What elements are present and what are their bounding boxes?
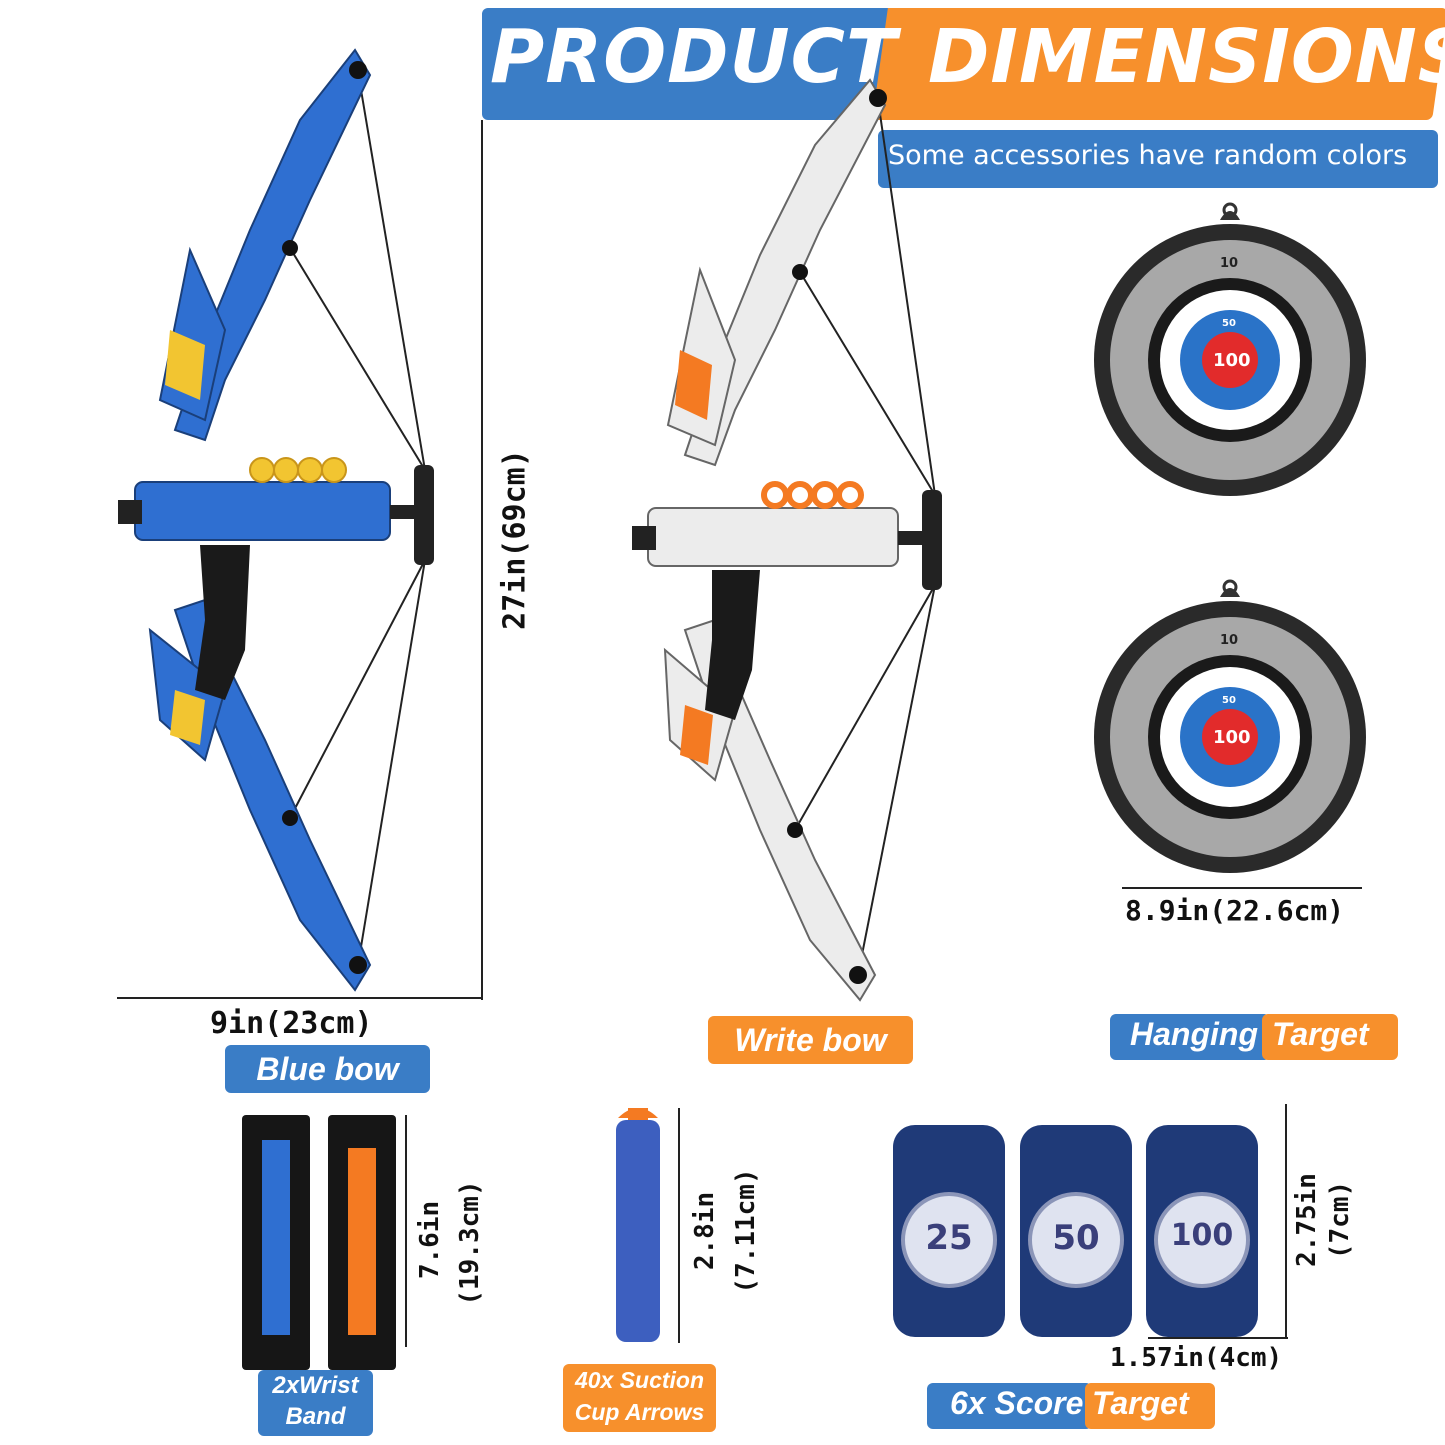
bow-width-line (117, 997, 483, 999)
suction-arrow (616, 1108, 660, 1342)
arrow-height-in-text: 2.8in (690, 1191, 720, 1271)
label-score-bg (927, 1383, 1092, 1429)
target-bottom-inner-label: 50 (1222, 695, 1236, 706)
can-height-line (1285, 1104, 1287, 1338)
can-height-cm-text: (7cm) (1325, 1180, 1355, 1260)
can-label-2: 50 (1052, 1218, 1100, 1258)
label-blue-bow: Blue bow (225, 1045, 430, 1093)
target-top-center-label: 100 (1213, 350, 1251, 371)
label-arrows-line1: 40x Suction (574, 1367, 705, 1393)
hanging-target-top (1094, 202, 1366, 496)
hanging-target-bottom (1094, 579, 1366, 873)
target-width-line (1122, 887, 1362, 889)
target-bottom-middle-label: 25 (1220, 667, 1237, 681)
target-top-outer-label: 10 (1220, 256, 1239, 271)
can-label-1: 25 (925, 1218, 973, 1258)
title-dimensions: DIMENSIONS (928, 14, 1445, 100)
wrist-band-blue (242, 1115, 310, 1370)
can-height-in-text: 2.75in (1292, 1173, 1322, 1267)
label-arrows-line2: Cup Arrows (574, 1399, 705, 1425)
label-arrows: 40x Suction Cup Arrows (563, 1364, 716, 1432)
label-white-bow: Write bow (708, 1016, 913, 1064)
label-hanging-target-text: Target (1272, 1016, 1369, 1052)
score-can-1 (893, 1125, 1005, 1337)
subtitle-banner (878, 130, 1438, 188)
header-banner-left (482, 8, 902, 120)
wrist-height-cm-text: (19.3cm) (455, 1180, 485, 1306)
target-width-text: 8.9in(22.6cm) (1125, 894, 1345, 927)
label-score-target-text: Target (1092, 1385, 1189, 1421)
label-score-text: 6x Score (950, 1385, 1084, 1421)
title-product: PRODUCT (490, 14, 898, 100)
target-bottom-center-label: 100 (1213, 727, 1251, 748)
label-hanging-text: Hanging (1130, 1016, 1258, 1052)
bow-height-line (481, 120, 483, 1000)
can-label-3: 100 (1170, 1218, 1234, 1253)
label-hanging-bg (1110, 1014, 1270, 1060)
can-width-text: 1.57in(4cm) (1110, 1343, 1283, 1373)
label-wrist-band-line2: Band (285, 1403, 346, 1430)
score-can-3 (1146, 1125, 1258, 1337)
target-top-inner-label: 50 (1222, 318, 1236, 329)
can-width-line (1148, 1337, 1288, 1339)
arrow-height-cm-text: (7.11cm) (731, 1168, 761, 1294)
label-wrist-band: 2xWrist Band (258, 1370, 373, 1436)
target-bottom-outer-label: 10 (1220, 633, 1239, 648)
wrist-height-in-text: 7.6in (415, 1200, 445, 1280)
label-score-target-bg (1085, 1383, 1215, 1429)
wrist-band-orange (328, 1115, 396, 1370)
target-top-middle-label: 25 (1220, 290, 1237, 304)
score-can-2 (1020, 1125, 1132, 1337)
white-bow-image (632, 78, 942, 1002)
label-wrist-band-line1: 2xWrist (272, 1372, 359, 1399)
blue-bow-image (118, 48, 434, 992)
arrow-height-line (678, 1108, 680, 1343)
wrist-height-line (405, 1115, 407, 1347)
bow-height-text: 27in(69cm) (497, 449, 533, 630)
label-target-bg (1262, 1014, 1398, 1060)
subtitle-text: Some accessories have random colors (888, 140, 1408, 171)
bow-width-text: 9in(23cm) (210, 1006, 373, 1041)
